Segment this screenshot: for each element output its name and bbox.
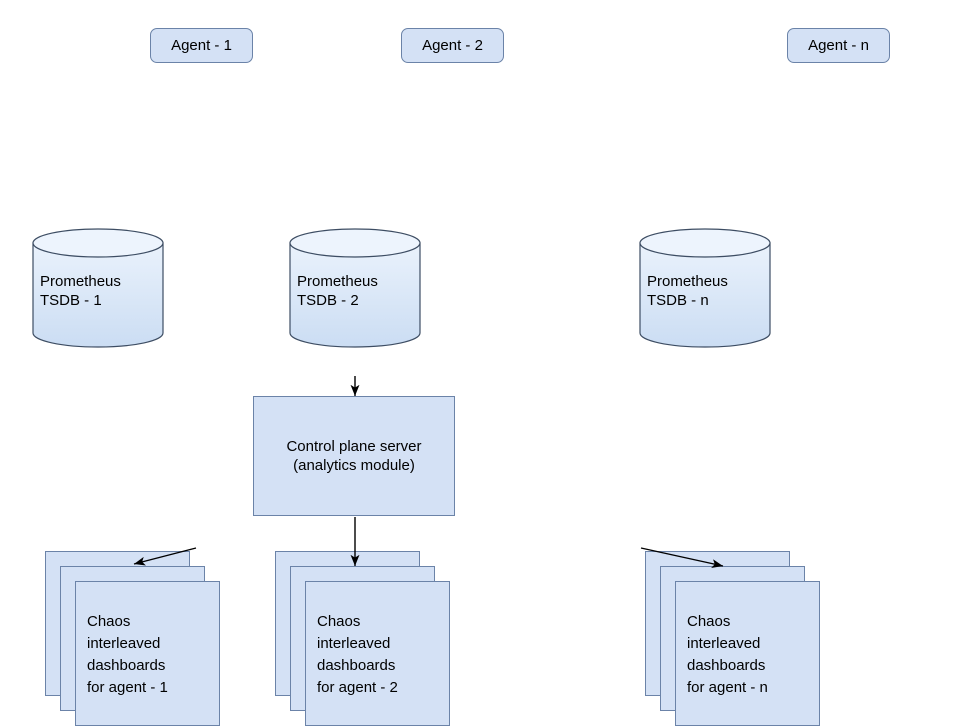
- dashboard-stack-1-label: Chaos interleaved dashboards for agent -…: [87, 613, 168, 696]
- database-cylinder-n[interactable]: Prometheus TSDB - n: [639, 228, 771, 348]
- agent-box-1-label: Agent - 1: [171, 37, 232, 54]
- database-cylinder-1-label: Prometheus TSDB - 1: [40, 273, 121, 309]
- database-cylinder-1[interactable]: Prometheus TSDB - 1: [32, 228, 164, 348]
- control-plane-server-box[interactable]: Control plane server (analytics module): [253, 396, 455, 516]
- dashboard-stack-n[interactable]: Chaos interleaved dashboards for agent -…: [645, 551, 820, 726]
- database-cylinder-2[interactable]: Prometheus TSDB - 2: [289, 228, 421, 348]
- database-cylinder-2-label: Prometheus TSDB - 2: [297, 273, 378, 309]
- dashboard-card-front: [75, 581, 220, 726]
- dashboard-stack-1[interactable]: Chaos interleaved dashboards for agent -…: [45, 551, 220, 726]
- cylinder-shape-icon: [289, 228, 421, 348]
- agent-box-2[interactable]: Agent - 2: [401, 28, 504, 63]
- dashboard-stack-n-label: Chaos interleaved dashboards for agent -…: [687, 613, 768, 696]
- control-plane-server-label: Control plane server (analytics module): [286, 438, 422, 474]
- dashboard-card-front: [305, 581, 450, 726]
- dashboard-stack-2[interactable]: Chaos interleaved dashboards for agent -…: [275, 551, 450, 726]
- database-cylinder-n-label: Prometheus TSDB - n: [647, 273, 728, 309]
- dashboard-stack-2-label: Chaos interleaved dashboards for agent -…: [317, 613, 398, 696]
- agent-box-n[interactable]: Agent - n: [787, 28, 890, 63]
- cylinder-shape-icon: [639, 228, 771, 348]
- agent-box-1[interactable]: Agent - 1: [150, 28, 253, 63]
- dashboard-card-front: [675, 581, 820, 726]
- agent-box-n-label: Agent - n: [808, 37, 869, 54]
- cylinder-shape-icon: [32, 228, 164, 348]
- agent-box-2-label: Agent - 2: [422, 37, 483, 54]
